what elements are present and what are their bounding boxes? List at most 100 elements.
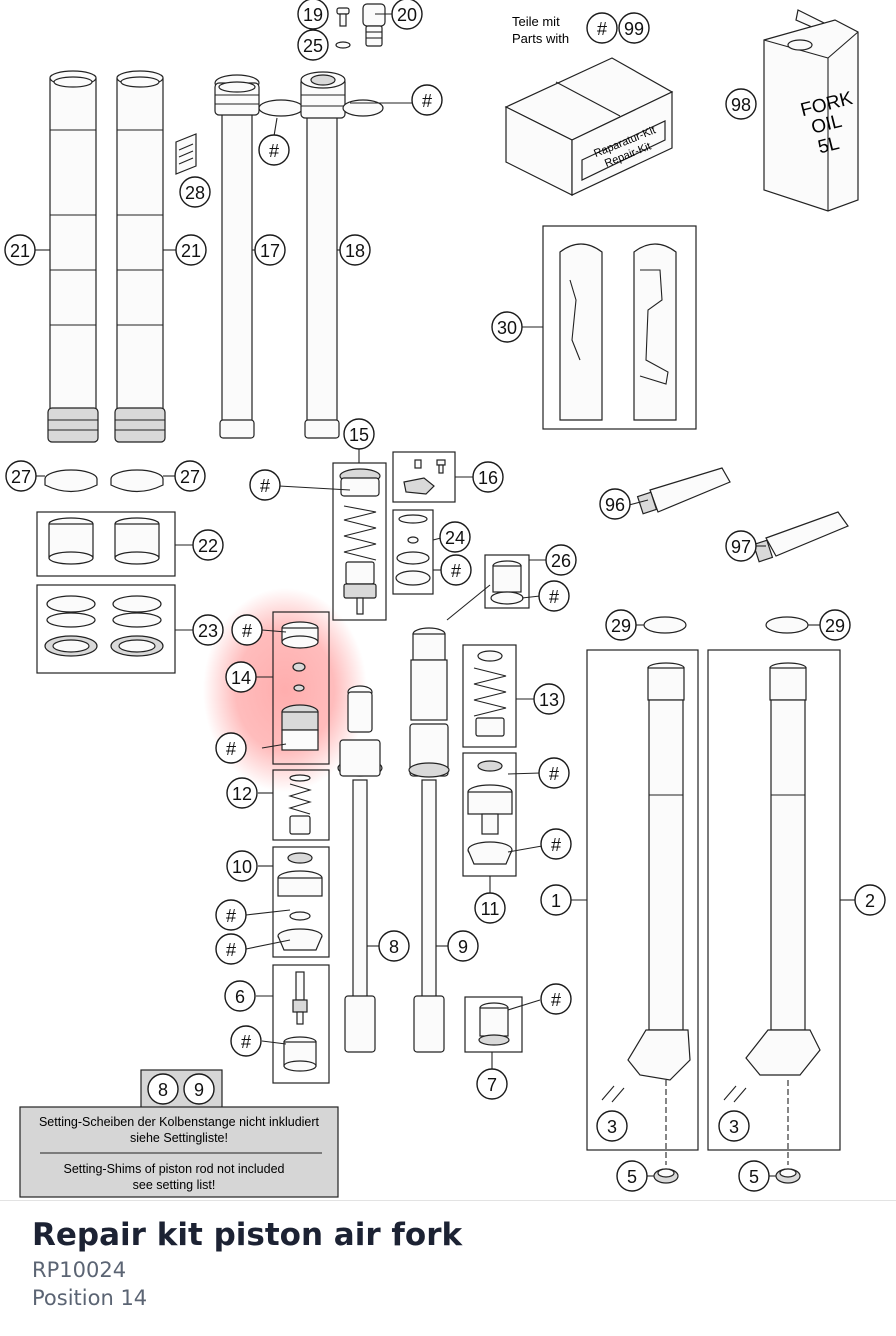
bolts-3-right[interactable] (723, 1085, 747, 1103)
callout-c25[interactable]: 25 (297, 29, 329, 61)
callout-c8b[interactable]: 8 (147, 1073, 179, 1105)
valve-assembly-6[interactable] (283, 971, 317, 1072)
callout-c27a[interactable]: 27 (5, 460, 37, 492)
outer-tube-21-left[interactable] (47, 70, 99, 443)
callout-c-hash-11a[interactable]: # (538, 757, 570, 789)
fork-guards-30[interactable] (559, 243, 677, 421)
group-box-23 (36, 584, 176, 674)
callout-c23[interactable]: 23 (192, 614, 224, 646)
o-ring-29-right[interactable] (765, 616, 809, 634)
callout-c3b[interactable]: 3 (718, 1110, 750, 1142)
callout-c-hash-14a[interactable]: # (231, 614, 263, 646)
dust-seal-27-right[interactable] (110, 469, 164, 493)
callout-c29b[interactable]: 29 (819, 609, 851, 641)
spring-group-13[interactable] (473, 650, 507, 737)
callout-c-hash-24[interactable]: # (440, 554, 472, 586)
callout-c-hash-7[interactable]: # (540, 983, 572, 1015)
callout-c26[interactable]: 26 (545, 544, 577, 576)
decal-28[interactable] (175, 133, 197, 175)
callout-c6[interactable]: 6 (224, 980, 256, 1012)
callout-c7[interactable]: 7 (476, 1068, 508, 1100)
screw-19[interactable] (336, 7, 350, 27)
base-valve-10[interactable] (277, 852, 323, 951)
callout-c28[interactable]: 28 (179, 176, 211, 208)
washer-25[interactable] (335, 41, 351, 49)
callout-c-hash-11b[interactable]: # (540, 828, 572, 860)
valve-20[interactable] (362, 3, 386, 47)
callout-c30[interactable]: 30 (491, 311, 523, 343)
callout-c13[interactable]: 13 (533, 683, 565, 715)
fork-oil-can-98[interactable]: FORK OIL 5L (763, 9, 859, 212)
compression-valve-11[interactable] (467, 760, 513, 865)
callout-c22[interactable]: 22 (192, 529, 224, 561)
o-ring-17[interactable] (258, 99, 304, 117)
damper-rod-8[interactable] (337, 685, 383, 1053)
part-7[interactable] (478, 1002, 510, 1046)
callout-c21a[interactable]: 21 (4, 234, 36, 266)
callout-c18[interactable]: 18 (339, 234, 371, 266)
inner-tube-17[interactable] (214, 74, 260, 439)
callout-c99[interactable]: 99 (618, 12, 650, 44)
bolts-3-left[interactable] (601, 1085, 625, 1103)
callout-c5b[interactable]: 5 (738, 1160, 770, 1192)
callout-c9[interactable]: 9 (447, 930, 479, 962)
inner-tube-18[interactable] (300, 71, 346, 439)
callout-c27b[interactable]: 27 (174, 460, 206, 492)
callout-c19[interactable]: 19 (297, 0, 329, 30)
callout-c20[interactable]: 20 (391, 0, 423, 30)
callout-c-hash-26[interactable]: # (538, 580, 570, 612)
dust-seal-27-left[interactable] (44, 469, 98, 493)
callout-c10[interactable]: 10 (226, 850, 258, 882)
o-ring-18[interactable] (342, 99, 384, 117)
settings-note-en-line1: Setting-Shims of piston rod not included (64, 1162, 285, 1176)
fork-leg-2[interactable] (745, 662, 821, 1165)
callout-c97[interactable]: 97 (725, 530, 757, 562)
callout-c17[interactable]: 17 (254, 234, 286, 266)
callout-c-hash-top[interactable]: # (411, 84, 443, 116)
callout-c12[interactable]: 12 (226, 777, 258, 809)
callout-c-hash-14b[interactable]: # (215, 732, 247, 764)
callout-c29a[interactable]: 29 (605, 609, 637, 641)
callout-c15[interactable]: 15 (343, 418, 375, 450)
drain-screw-5-right[interactable] (775, 1168, 801, 1184)
callout-c11[interactable]: 11 (474, 892, 506, 924)
fork-leg-1[interactable] (627, 662, 691, 1165)
callout-c14[interactable]: 14 (225, 661, 257, 693)
callout-c98[interactable]: 98 (725, 88, 757, 120)
callout-c21b[interactable]: 21 (175, 234, 207, 266)
callout-c-hash-6[interactable]: # (230, 1025, 262, 1057)
callout-number: 3 (729, 1117, 739, 1137)
callout-c3a[interactable]: 3 (596, 1110, 628, 1142)
callout-c9b[interactable]: 9 (183, 1073, 215, 1105)
grease-tube-96[interactable] (636, 467, 731, 515)
callout-c1[interactable]: 1 (540, 884, 572, 916)
callout-number: 29 (611, 616, 631, 636)
callout-c24[interactable]: 24 (439, 521, 471, 553)
callout-c-hash-10b[interactable]: # (215, 933, 247, 965)
spring-12[interactable] (288, 774, 312, 835)
grease-tube-97[interactable] (752, 511, 849, 563)
callout-c8[interactable]: 8 (378, 930, 410, 962)
seals-23[interactable] (44, 595, 164, 657)
damper-rod-9[interactable] (408, 627, 450, 1053)
bushings-22[interactable] (48, 517, 160, 565)
callout-c-hash-15[interactable]: # (249, 469, 281, 501)
seal-set-24[interactable] (395, 514, 431, 586)
callout-c5a[interactable]: 5 (616, 1160, 648, 1192)
callout-c-hash-10a[interactable]: # (215, 899, 247, 931)
piston-26[interactable] (490, 560, 524, 605)
callout-c16[interactable]: 16 (472, 461, 504, 493)
callout-c96[interactable]: 96 (599, 488, 631, 520)
o-ring-29-left[interactable] (643, 616, 687, 634)
callout-c2[interactable]: 2 (854, 884, 886, 916)
callout-number: 19 (303, 5, 323, 25)
repair-kit-box[interactable]: Raparatur-Kit Repair-Kit (504, 57, 674, 196)
callout-c-hash-17[interactable]: # (258, 134, 290, 166)
group-box-14 (272, 611, 330, 765)
callout-c99-hash[interactable]: # (586, 12, 618, 44)
air-piston-kit-14[interactable] (281, 621, 319, 751)
drain-screw-5-left[interactable] (653, 1168, 679, 1184)
cartridge-15[interactable] (339, 468, 381, 615)
outer-tube-21-right[interactable] (114, 70, 166, 443)
small-parts-16[interactable] (403, 459, 446, 495)
